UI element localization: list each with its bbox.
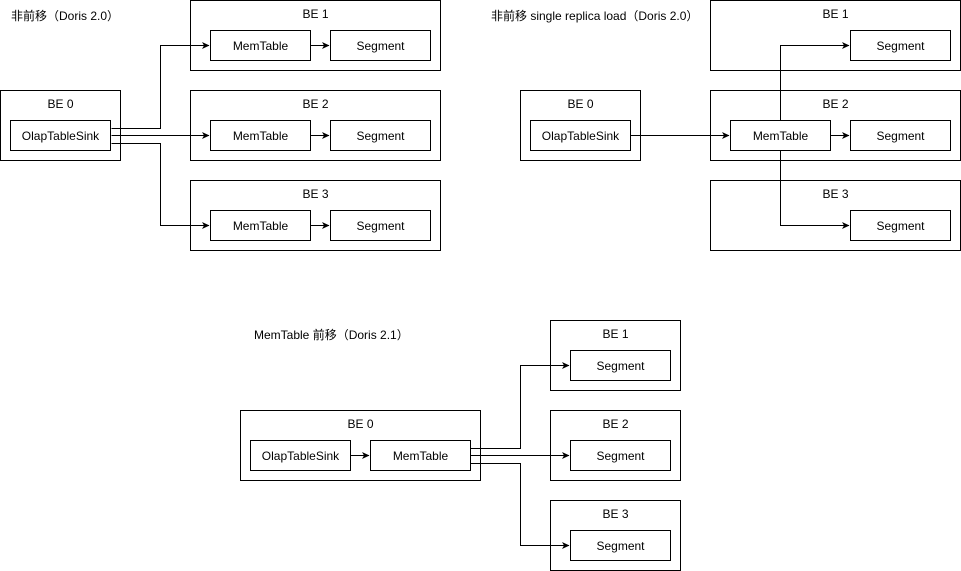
panel2-be3-label: BE 3: [822, 187, 849, 201]
panel2-be0-label: BE 0: [567, 97, 594, 111]
panel3-be3-label: BE 3: [602, 507, 629, 521]
panel1-be1-segment: Segment: [330, 30, 431, 61]
panel3-be1-segment: Segment: [570, 350, 671, 381]
panel3-be0-label: BE 0: [347, 417, 374, 431]
panel3-be2-label: BE 2: [602, 417, 629, 431]
panel3-olap-table-sink: OlapTableSink: [250, 440, 351, 471]
panel1-be3-label: BE 3: [302, 187, 329, 201]
panel2-be2-label: BE 2: [822, 97, 849, 111]
panel2-be1-label: BE 1: [822, 7, 849, 21]
panel1-title: 非前移（Doris 2.0）: [11, 9, 120, 23]
panel3-be2-segment: Segment: [570, 440, 671, 471]
panel1-be0-label: BE 0: [47, 97, 74, 111]
panel1-be1-memtable: MemTable: [210, 30, 311, 61]
panel3-be3-segment: Segment: [570, 530, 671, 561]
panel3-title: MemTable 前移（Doris 2.1）: [254, 328, 409, 342]
panel2-be2-segment: Segment: [850, 120, 951, 151]
panel3-be1-label: BE 1: [602, 327, 629, 341]
panel1-be2-memtable: MemTable: [210, 120, 311, 151]
panel1-be1-label: BE 1: [302, 7, 329, 21]
panel1-be3-segment: Segment: [330, 210, 431, 241]
panel3-memtable: MemTable: [370, 440, 471, 471]
panel2-be2-memtable: MemTable: [730, 120, 831, 151]
panel1-be2-label: BE 2: [302, 97, 329, 111]
panel1-olap-table-sink: OlapTableSink: [10, 120, 111, 151]
panel2-be1-segment: Segment: [850, 30, 951, 61]
panel2-be3-segment: Segment: [850, 210, 951, 241]
panel1-be2-segment: Segment: [330, 120, 431, 151]
panel1-be3-memtable: MemTable: [210, 210, 311, 241]
panel2-olap-table-sink: OlapTableSink: [530, 120, 631, 151]
panel2-title: 非前移 single replica load（Doris 2.0）: [491, 9, 699, 23]
